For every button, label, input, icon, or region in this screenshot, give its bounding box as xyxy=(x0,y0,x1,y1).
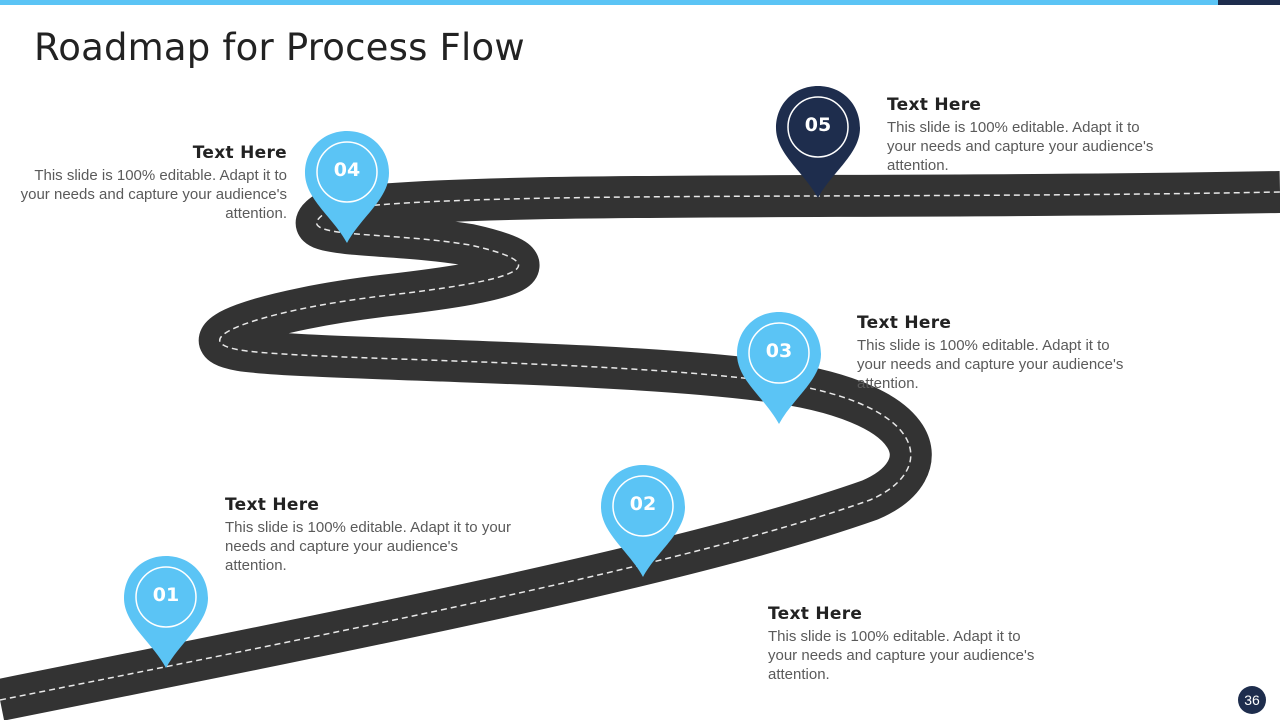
milestone-number: 01 xyxy=(152,584,180,606)
milestone-pin-02: 02 xyxy=(599,463,687,603)
milestone-number: 04 xyxy=(333,159,361,181)
milestone-pin-01: 01 xyxy=(122,554,210,694)
milestone-text-02: Text Here This slide is 100% editable. A… xyxy=(768,604,1038,684)
slide-title: Roadmap for Process Flow xyxy=(34,26,525,69)
milestone-number: 02 xyxy=(629,493,657,515)
milestone-text-01: Text Here This slide is 100% editable. A… xyxy=(225,495,515,575)
milestone-description: This slide is 100% editable. Adapt it to… xyxy=(225,519,511,574)
milestone-number: 05 xyxy=(804,114,832,136)
milestone-text-05: Text Here This slide is 100% editable. A… xyxy=(887,95,1157,175)
milestone-heading: Text Here xyxy=(192,143,287,163)
milestone-description: This slide is 100% editable. Adapt it to… xyxy=(768,628,1035,683)
milestone-text-03: Text Here This slide is 100% editable. A… xyxy=(857,313,1127,393)
map-pin-icon xyxy=(776,86,860,198)
milestone-pin-03: 03 xyxy=(735,310,823,450)
milestone-pin-04: 04 xyxy=(303,129,391,269)
map-pin-icon xyxy=(737,312,821,424)
map-pin-icon xyxy=(305,131,389,243)
milestone-heading: Text Here xyxy=(225,495,320,515)
road-center-dashes xyxy=(0,191,1280,701)
milestone-number: 03 xyxy=(765,340,793,362)
milestone-description: This slide is 100% editable. Adapt it to… xyxy=(887,119,1154,174)
milestone-heading: Text Here xyxy=(857,313,952,333)
page-number-badge: 36 xyxy=(1238,686,1266,714)
milestone-description: This slide is 100% editable. Adapt it to… xyxy=(20,167,287,222)
map-pin-icon xyxy=(601,465,685,577)
milestone-heading: Text Here xyxy=(887,95,982,115)
map-pin-icon xyxy=(124,556,208,668)
milestone-text-04: Text Here This slide is 100% editable. A… xyxy=(20,143,287,223)
milestone-description: This slide is 100% editable. Adapt it to… xyxy=(857,337,1124,392)
top-accent-bar-end xyxy=(1218,0,1280,5)
milestone-pin-05: 05 xyxy=(774,84,862,224)
milestone-heading: Text Here xyxy=(768,604,863,624)
top-accent-bar xyxy=(0,0,1218,5)
